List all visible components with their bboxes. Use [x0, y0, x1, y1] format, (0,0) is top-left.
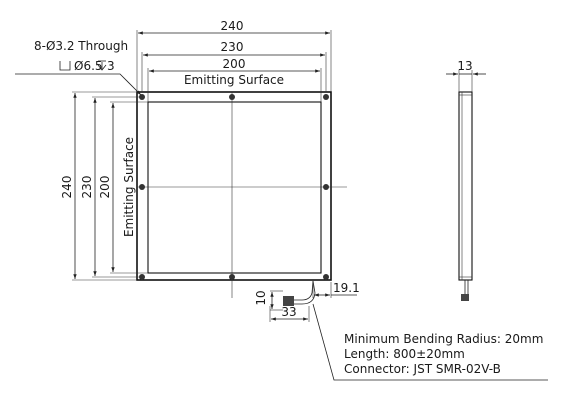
dim-surface-width: 200 [223, 57, 246, 71]
dim-hole-width: 230 [221, 40, 244, 54]
surface-label-top: Emitting Surface [184, 73, 284, 87]
depth-symbol [97, 60, 107, 71]
mounting-holes [139, 94, 329, 280]
connector-body [283, 296, 294, 306]
mounting-hole [323, 274, 329, 280]
left-dimensions: 240 230 200 Emitting Surface [60, 91, 148, 281]
top-dimensions: 240 230 200 Emitting Surface [136, 19, 332, 102]
cable-wire [311, 280, 314, 294]
hole-callout: 8-Ø3.2 Through Ø6.5 3 [15, 39, 142, 96]
note-connector: Connector: JST SMR-02V-B [344, 362, 501, 376]
notes: Minimum Bending Radius: 20mm Length: 800… [344, 332, 543, 376]
mounting-hole [139, 184, 145, 190]
note-length: Length: 800±20mm [344, 347, 465, 361]
hole-callout-line2: Ø6.5 [74, 59, 103, 73]
surface-label-side: Emitting Surface [122, 137, 136, 237]
dim-outer-width: 240 [221, 19, 244, 33]
side-view: 13 [446, 59, 486, 301]
side-panel-outline [458, 91, 473, 281]
hole-callout-leader [15, 73, 142, 96]
note-bending-radius: Minimum Bending Radius: 20mm [344, 332, 543, 346]
emitting-surface-outline [147, 101, 322, 274]
dim-hole-height: 230 [80, 176, 94, 199]
cable-dim-length: 33 [281, 305, 296, 319]
hole-callout-line1: 8-Ø3.2 Through [34, 39, 128, 53]
front-view: 240 230 200 Emitting Surface 240 230 2 [15, 19, 548, 381]
cable-dim-height: 10 [254, 290, 268, 305]
cable-dim-offset: 19.1 [333, 281, 360, 295]
cable-bend [294, 292, 313, 301]
mounting-hole [229, 94, 235, 100]
dim-outer-height: 240 [60, 176, 74, 199]
mounting-hole [323, 184, 329, 190]
dim-thickness: 13 [457, 59, 472, 73]
panel-outline [136, 91, 332, 281]
mounting-hole [229, 274, 235, 280]
side-connector [461, 294, 469, 301]
notes-leader [312, 303, 548, 381]
counterbore-symbol [59, 61, 71, 71]
cable-connector: 10 33 19.1 [254, 280, 548, 381]
dim-surface-height: 200 [98, 176, 112, 199]
mounting-hole [323, 94, 329, 100]
hole-callout-depth: 3 [107, 59, 115, 73]
